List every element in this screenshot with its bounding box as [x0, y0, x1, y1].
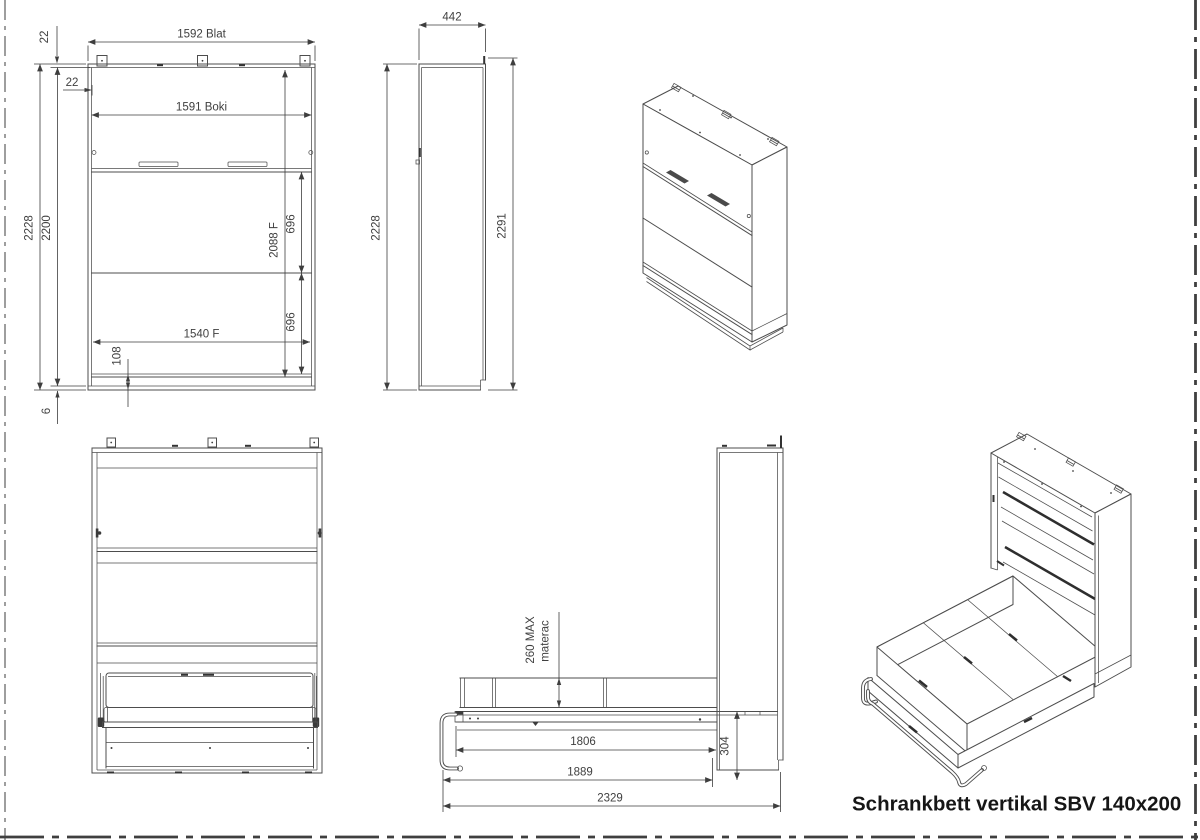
- open-bed-front: [97, 672, 320, 774]
- iso-open-bed-frame: [861, 674, 1095, 788]
- dim-length-inner: 1806: [570, 736, 596, 748]
- side-view-closed: 442 2228 2291: [371, 12, 518, 391]
- iso-open-mattress: [876, 575, 1104, 753]
- dim-depth-total: 2329: [597, 793, 623, 805]
- dim-side-height-total: 2228: [371, 215, 383, 241]
- iso-open-right-panel: [1094, 493, 1132, 688]
- dimensions-side-open: 260 MAX materac 1806 304 1889 2329: [442, 612, 781, 812]
- dim-bottom-offset: 108: [112, 346, 124, 365]
- front-panel-joints: [642, 162, 788, 336]
- cabinet-side-outline: [415, 56, 486, 391]
- open-cabinet-frame: [91, 447, 323, 774]
- dim-height-with-brackets: 2291: [497, 213, 509, 239]
- dim-inner-width: 1591 Boki: [176, 102, 227, 114]
- dim-top-width: 1592 Blat: [177, 29, 226, 41]
- dimensions-front-closed: 22 1592 Blat 22 1591 Boki 2228 2200: [24, 26, 316, 424]
- dim-mattress-limit: 260 MAX: [525, 616, 537, 664]
- wall-mount-brackets: [96, 55, 311, 67]
- dim-shelf-upper: 696: [286, 214, 298, 233]
- dim-frame-height: 304: [720, 736, 732, 756]
- iso-handle-slots: [666, 170, 730, 207]
- iso-open-screw-dots: [1003, 448, 1112, 508]
- dim-side-thickness: 22: [66, 77, 79, 89]
- dim-top-overhang: 22: [39, 31, 51, 44]
- open-bed-side: [439, 677, 778, 772]
- hinge-holes: [91, 150, 314, 155]
- open-cabinet-side: [716, 435, 784, 771]
- dim-mattress-label: materac: [540, 620, 552, 662]
- front-view-open: [91, 437, 323, 774]
- open-wall-brackets: [106, 437, 319, 448]
- dim-base-gap: 6: [41, 408, 53, 414]
- iso-top-brackets: [671, 82, 780, 147]
- dim-front-panel-height: 2088 F: [269, 222, 281, 258]
- dim-height-inner: 2200: [41, 215, 53, 241]
- dim-height-total: 2228: [24, 215, 36, 241]
- iso-screw-dots: [659, 95, 769, 156]
- dim-shelf-lower: 696: [286, 312, 298, 331]
- dim-length-frame: 1889: [567, 767, 593, 779]
- iso-open-back-panel: [996, 462, 1097, 616]
- dimensions-side-closed: 442 2228 2291: [371, 12, 518, 391]
- isometric-view-open: [861, 431, 1132, 788]
- isometric-view-closed: [642, 82, 788, 351]
- iso-open-top-brackets: [1016, 431, 1124, 494]
- drawing-caption: Schrankbett vertikal SBV 140x200: [852, 793, 1181, 816]
- front-view-closed: 22 1592 Blat 22 1591 Boki 2228 2200: [24, 26, 316, 424]
- dim-front-width: 1540 F: [184, 329, 220, 341]
- iso-open-left-panel: [990, 452, 998, 571]
- side-view-open: 260 MAX materac 1806 304 1889 2329: [439, 435, 784, 812]
- dim-depth: 442: [442, 12, 461, 24]
- door-handle-slots: [138, 161, 268, 167]
